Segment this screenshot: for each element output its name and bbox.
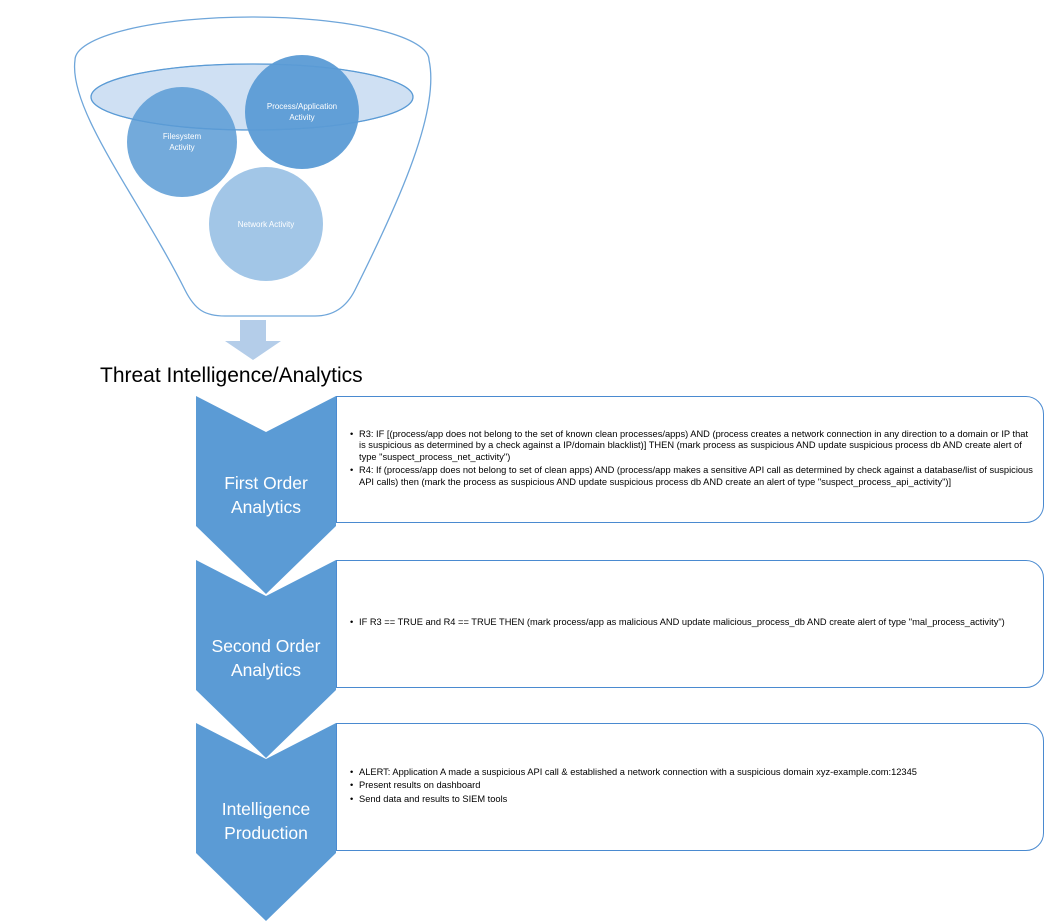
process-activity-label: Process/Application Activity [266, 102, 338, 122]
stage-bullet: Present results on dashboard [350, 780, 1033, 792]
stage-name-first-order: First Order Analytics [224, 473, 308, 517]
down-arrow-icon [225, 320, 281, 360]
stage-bullet: IF R3 == TRUE and R4 == TRUE THEN (mark … [350, 617, 1033, 629]
process-activity-circle [245, 55, 359, 169]
stage-box-intelligence-production: ALERT: Application A made a suspicious A… [336, 723, 1044, 851]
stage-bullet: ALERT: Application A made a suspicious A… [350, 767, 1033, 779]
stage-chevron-first-order [196, 396, 336, 594]
stage-box-second-order: IF R3 == TRUE and R4 == TRUE THEN (mark … [336, 560, 1044, 688]
filesystem-activity-circle [127, 87, 237, 197]
funnel-mouth-rim [90, 63, 414, 131]
stage-bullet: Send data and results to SIEM tools [350, 794, 1033, 806]
network-activity-circle [209, 167, 323, 281]
stage-bullet: R4: If (process/app does not belong to s… [350, 465, 1033, 488]
stage-chevron-intelligence-production [196, 723, 336, 921]
section-title: Threat Intelligence/Analytics [100, 364, 363, 387]
network-activity-label: Network Activity [237, 220, 295, 229]
stage-name-second-order: Second Order Analytics [211, 636, 321, 680]
stage-name-intelligence-production: Intelligence Production [221, 799, 311, 843]
stage-chevron-second-order [196, 560, 336, 758]
stage-box-first-order: R3: IF [(process/app does not belong to … [336, 396, 1044, 523]
filesystem-activity-label: Filesystem Activity [162, 132, 202, 152]
stage-bullet: R3: IF [(process/app does not belong to … [350, 429, 1033, 464]
